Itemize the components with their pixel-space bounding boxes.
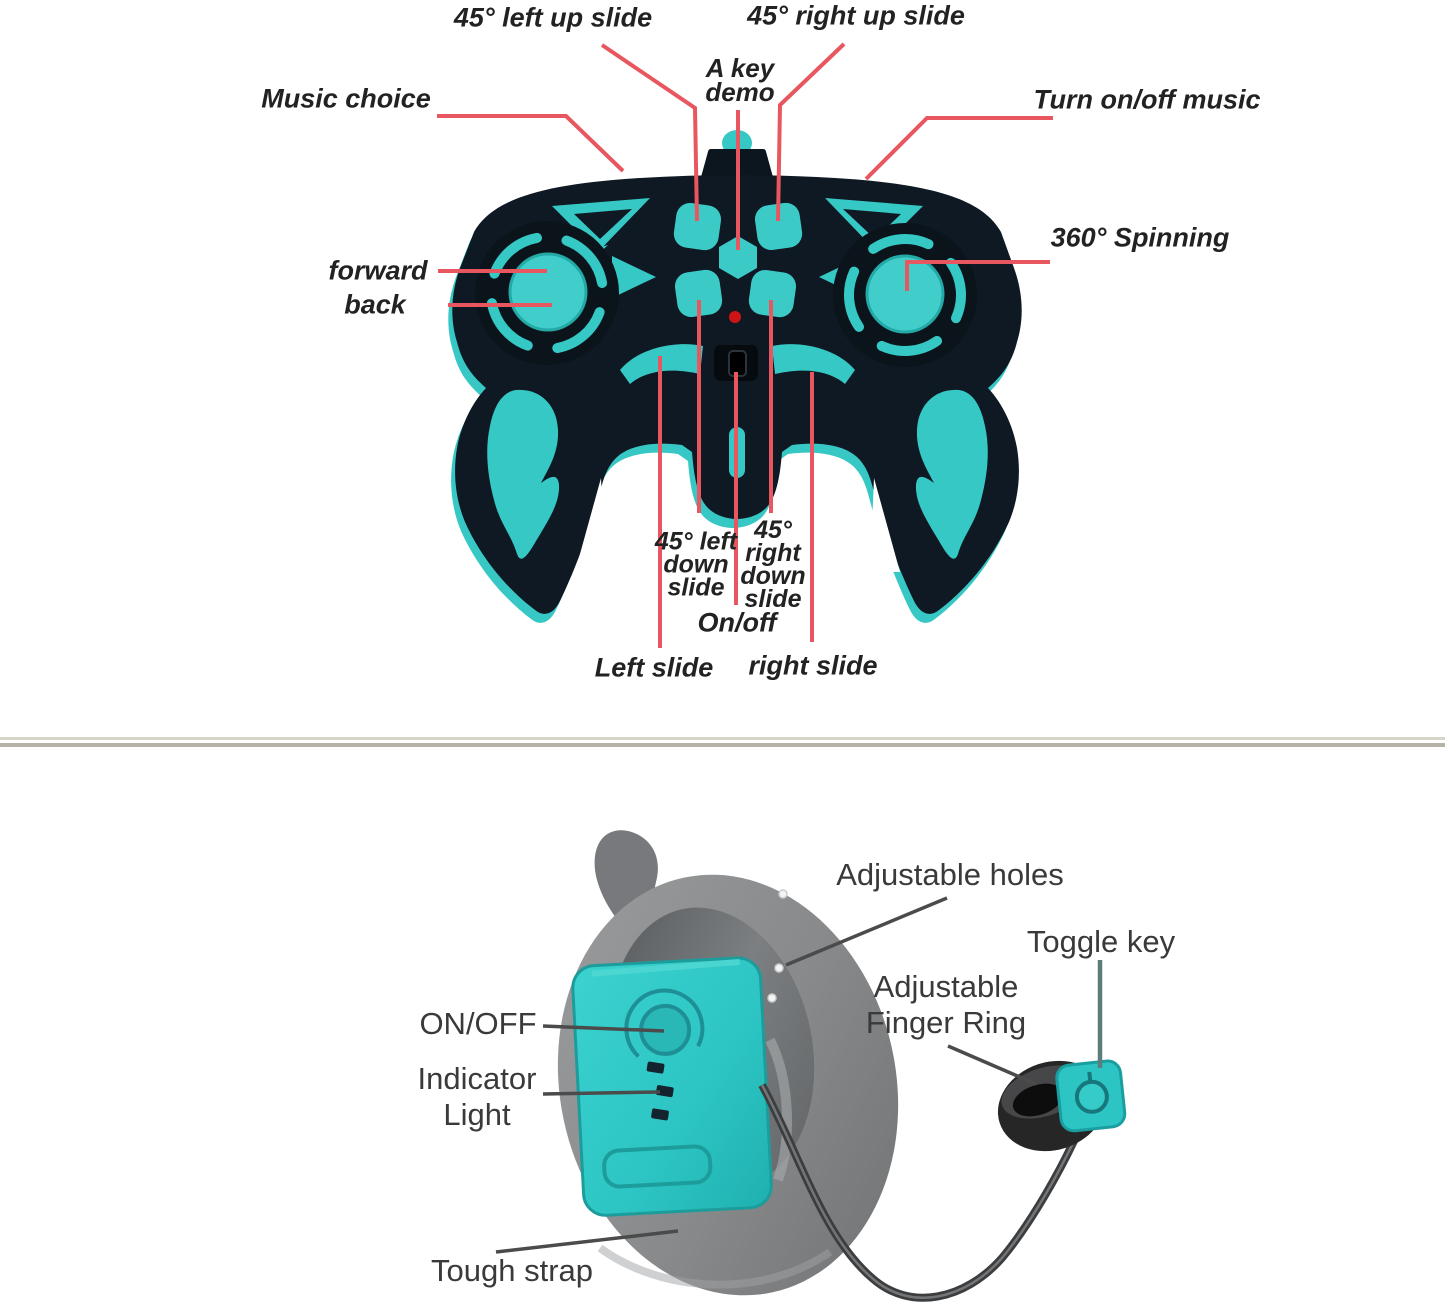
- line-left-up-slide: [600, 43, 699, 222]
- controller-callout-lines: [437, 42, 1053, 648]
- label-adjustable-holes: Adjustable holes: [836, 857, 1064, 892]
- cord: [758, 1083, 1084, 1302]
- label-360-spinning: 360° Spinning: [1050, 222, 1230, 253]
- label-indicator-light: Indicator Light: [417, 1061, 537, 1132]
- on-off-button: [624, 988, 705, 1058]
- right-lower-strip: [772, 344, 855, 384]
- a-key-button: [719, 236, 757, 279]
- label-right-down-slide: 45° right down slide: [740, 516, 806, 613]
- label-left-up-slide: 45° left up slide: [453, 2, 653, 33]
- wristband-callout-lines: [495, 896, 1103, 1254]
- right-grip-flame: [915, 389, 988, 559]
- line-adjustable-holes: [785, 896, 948, 967]
- wristband-graphic: [557, 830, 1127, 1302]
- label-music-choice: Music choice: [261, 83, 431, 114]
- control-box: [571, 956, 773, 1217]
- label-back: back: [344, 289, 406, 320]
- line-finger-ring: [947, 1044, 1037, 1086]
- label-left-down-slide: 45° left down slide: [654, 527, 738, 602]
- line-on-off-bottom: [542, 1024, 665, 1033]
- label-toggle-key: Toggle key: [1026, 924, 1176, 959]
- label-tough-strap: Tough strap: [431, 1253, 593, 1288]
- dpad-buttons: [673, 202, 803, 323]
- indicator-lights: [646, 1061, 674, 1121]
- right-joystick: [833, 223, 977, 367]
- left-grip-flame: [487, 389, 560, 559]
- line-right-up-slide: [776, 42, 846, 222]
- controller-graphic: [448, 130, 1022, 623]
- power-toggle-switch: [714, 345, 758, 381]
- left-wedge: [612, 256, 656, 298]
- label-forward: forward: [328, 255, 428, 286]
- line-indicator-light: [542, 1090, 661, 1096]
- left-joystick: [475, 221, 619, 365]
- label-on-off: On/off: [697, 607, 777, 638]
- line-360-spinning: [905, 260, 1050, 291]
- line-tough-strap: [495, 1229, 679, 1254]
- label-turn-on-off-music: Turn on/off music: [1033, 84, 1261, 115]
- label-right-slide: right slide: [748, 650, 878, 681]
- label-a-key-demo: A key demo: [705, 53, 775, 107]
- led-dot: [729, 311, 741, 323]
- label-on-off-bottom: ON/OFF: [419, 1006, 537, 1041]
- toggle-key-cube: [1055, 1059, 1127, 1133]
- label-right-up-slide: 45° right up slide: [747, 0, 965, 31]
- label-adjustable-finger-ring: Adjustable Finger Ring: [865, 969, 1027, 1040]
- line-music-choice: [437, 114, 625, 173]
- line-turn-on-off-music: [864, 116, 1053, 181]
- label-left-slide: Left slide: [594, 652, 714, 683]
- panel-divider: [0, 737, 1445, 747]
- strap-holes: [767, 889, 788, 1003]
